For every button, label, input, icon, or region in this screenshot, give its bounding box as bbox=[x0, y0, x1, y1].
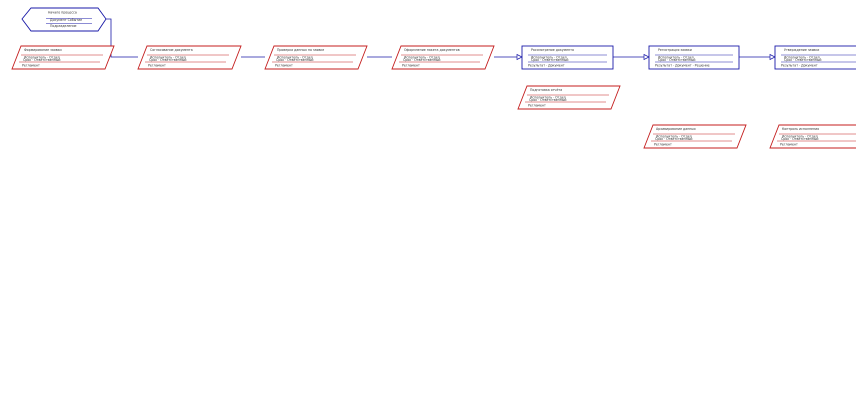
process-shape bbox=[391, 45, 495, 70]
function-shape bbox=[648, 45, 740, 70]
process-box[interactable]: Согласование документа Исполнитель · Отд… bbox=[137, 45, 242, 70]
process-line: Исполнитель · Отдел bbox=[656, 135, 692, 139]
process-line: Исполнитель · Отдел bbox=[24, 56, 60, 60]
process-line: Исполнитель · Отдел bbox=[277, 56, 313, 60]
process-line: Срок · Ответственный bbox=[655, 137, 692, 141]
function-title: Рассмотрение документа bbox=[531, 48, 574, 52]
process-line: Исполнитель · Отдел bbox=[404, 56, 440, 60]
process-line: Исполнитель · Отдел bbox=[150, 56, 186, 60]
process-box[interactable]: Архивирование данных Исполнитель · Отдел… bbox=[643, 124, 747, 149]
process-line: Срок · Ответственный bbox=[276, 58, 313, 62]
process-title: Контроль исполнения bbox=[782, 127, 819, 131]
process-box[interactable]: Формирование заявки Исполнитель · Отдел … bbox=[11, 45, 115, 70]
process-box[interactable]: Оформление пакета документов Исполнитель… bbox=[391, 45, 495, 70]
start-event-title: Начало процесса bbox=[48, 11, 77, 15]
process-box[interactable]: Подготовка отчёта Исполнитель · Отдел Ср… bbox=[517, 85, 621, 110]
start-event[interactable]: Начало процесса Документ Событие Подразд… bbox=[21, 7, 107, 32]
function-line: Результат · Документ · Решение bbox=[655, 64, 710, 68]
start-event-line: Подразделение bbox=[50, 24, 77, 28]
process-line: Регламент bbox=[22, 64, 40, 68]
process-line: Срок · Ответственный bbox=[781, 137, 818, 141]
process-line: Исполнитель · Отдел bbox=[530, 96, 566, 100]
process-line: Регламент bbox=[275, 64, 293, 68]
function-shape bbox=[521, 45, 614, 70]
process-line: Срок · Ответственный bbox=[403, 58, 440, 62]
process-line: Срок · Ответственный bbox=[23, 58, 60, 62]
function-shape bbox=[774, 45, 856, 70]
process-line: Регламент bbox=[148, 64, 166, 68]
function-title: Регистрация заявки bbox=[658, 48, 692, 52]
process-title: Согласование документа bbox=[150, 48, 193, 52]
function-box[interactable]: Утверждение заявки Исполнитель · Отдел С… bbox=[774, 45, 856, 70]
arrowhead bbox=[516, 53, 523, 61]
process-box[interactable]: Контроль исполнения Исполнитель · Отдел … bbox=[769, 124, 856, 149]
arrowhead bbox=[643, 53, 650, 61]
process-box[interactable]: Проверка данных по заявке Исполнитель · … bbox=[264, 45, 368, 70]
process-title: Архивирование данных bbox=[656, 127, 696, 131]
process-line: Регламент bbox=[528, 104, 546, 108]
process-title: Оформление пакета документов bbox=[404, 48, 460, 52]
function-line: Исполнитель · Отдел bbox=[531, 56, 567, 60]
function-box[interactable]: Рассмотрение документа Исполнитель · Отд… bbox=[521, 45, 614, 70]
process-line: Регламент bbox=[402, 64, 420, 68]
process-shape bbox=[769, 124, 856, 149]
process-shape bbox=[11, 45, 115, 70]
function-line: Срок · Ответственный bbox=[658, 58, 695, 62]
function-line: Срок · Ответственный bbox=[531, 58, 568, 62]
function-line: Срок · Ответственный bbox=[784, 58, 821, 62]
process-line: Исполнитель · Отдел bbox=[782, 135, 818, 139]
function-line: Исполнитель · Отдел bbox=[658, 56, 694, 60]
function-line: Результат · Документ bbox=[781, 64, 818, 68]
process-line: Регламент bbox=[780, 143, 798, 147]
process-shape bbox=[517, 85, 621, 110]
process-shape bbox=[264, 45, 368, 70]
start-event-line: Документ Событие bbox=[50, 18, 82, 22]
process-line: Регламент bbox=[654, 143, 672, 147]
connector-line bbox=[106, 18, 138, 58]
process-title: Проверка данных по заявке bbox=[277, 48, 324, 52]
function-box[interactable]: Регистрация заявки Исполнитель · Отдел С… bbox=[648, 45, 740, 70]
process-title: Формирование заявки bbox=[24, 48, 62, 52]
process-line: Срок · Ответственный bbox=[149, 58, 186, 62]
process-shape bbox=[137, 45, 242, 70]
process-title: Подготовка отчёта bbox=[530, 88, 562, 92]
function-line: Результат · Документ bbox=[528, 64, 565, 68]
function-line: Исполнитель · Отдел bbox=[784, 56, 820, 60]
process-line: Срок · Ответственный bbox=[529, 98, 566, 102]
start-event-shape bbox=[21, 7, 107, 32]
arrowhead bbox=[769, 53, 776, 61]
function-title: Утверждение заявки bbox=[784, 48, 819, 52]
process-shape bbox=[643, 124, 747, 149]
connectors bbox=[106, 18, 776, 61]
